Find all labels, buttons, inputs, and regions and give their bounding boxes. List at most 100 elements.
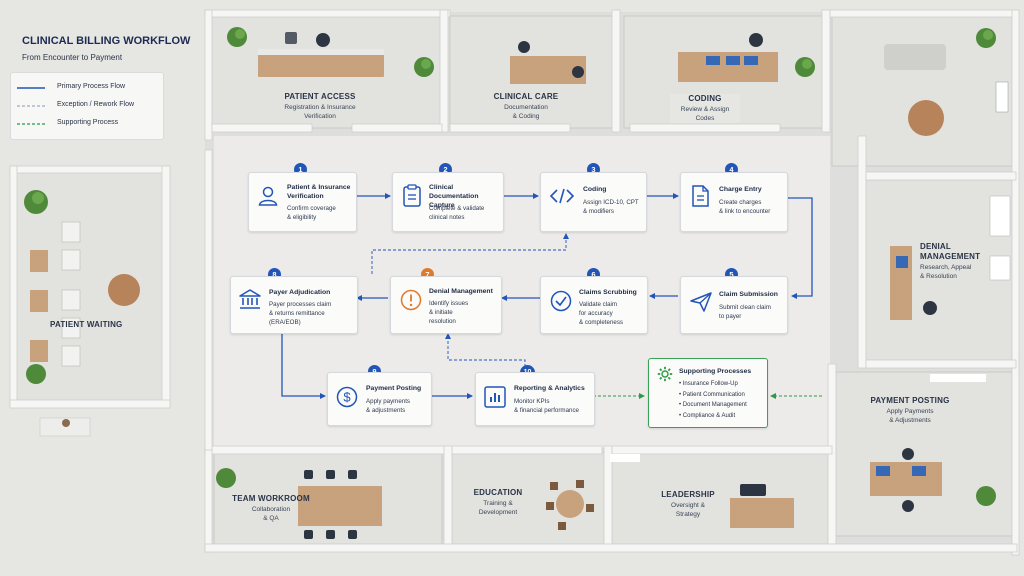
step-title-line: Coding xyxy=(583,186,607,193)
supporting-item: • Insurance Follow-Up xyxy=(679,381,738,387)
step-title: Patient & Insurance Verification xyxy=(287,183,350,201)
step-desc-line: Payer processes claim xyxy=(269,301,332,308)
room-title: TEAM WORKROOM xyxy=(232,494,310,503)
room-subtitle: Documentation xyxy=(504,104,548,111)
step-5-card[interactable]: Claim Submission Submit clean claim to p… xyxy=(680,276,788,334)
step-9-card[interactable]: $ Payment Posting Apply payments & adjus… xyxy=(327,372,432,426)
room-subtitle: Oversight & xyxy=(671,502,705,509)
step-8-card[interactable]: Payer Adjudication Payer processes claim… xyxy=(230,276,358,334)
step-desc-line: Complete & validate xyxy=(429,205,485,212)
step-title-line: Clinical Documentation xyxy=(429,184,479,200)
room-education: EDUCATION Training & Development xyxy=(466,488,530,517)
room-subtitle: Training & xyxy=(483,500,513,507)
room-subtitle: Strategy xyxy=(675,511,701,518)
step-title: Charge Entry xyxy=(719,185,762,194)
step-10-card[interactable]: Reporting & Analytics Monitor KPIs & fin… xyxy=(475,372,595,426)
step-description: Monitor KPIs & financial performance xyxy=(514,397,579,415)
step-6-card[interactable]: Claims Scrubbing Validate claim for accu… xyxy=(540,276,648,334)
room-subtitle: Verification xyxy=(304,113,336,120)
step-7-card[interactable]: Denial Management Identify issues & init… xyxy=(390,276,502,334)
room-subtitle: Development xyxy=(478,509,518,516)
legend-primary-label: Primary Process Flow xyxy=(57,83,126,90)
step-description: Apply payments & adjustments xyxy=(366,397,410,415)
step-desc-line: Monitor KPIs xyxy=(514,398,550,405)
step-description: Complete & validate clinical notes xyxy=(429,204,484,222)
step-description: Create charges & link to encounter xyxy=(719,198,770,216)
step-description: Validate claim for accuracy & completene… xyxy=(579,300,623,327)
supporting-item: • Document Management xyxy=(679,402,747,408)
room-title: PAYMENT POSTING xyxy=(870,396,950,405)
supporting-title: Supporting Processes xyxy=(679,368,752,375)
step-title: Coding xyxy=(583,185,606,194)
room-denial-management: DENIAL MANAGEMENT Research, Appeal & Res… xyxy=(920,242,982,281)
supporting-processes-card[interactable]: Supporting Processes • Insurance Follow-… xyxy=(648,358,768,428)
room-payment-posting: PAYMENT POSTING Apply Payments & Adjustm… xyxy=(866,396,954,425)
step-desc-line: Confirm coverage xyxy=(287,205,336,212)
step-desc-line: clinical notes xyxy=(429,214,465,221)
step-desc-line: Identify issues xyxy=(429,300,469,307)
room-title: CODING xyxy=(688,94,722,103)
room-subtitle: & Coding xyxy=(512,113,540,120)
room-title: CLINICAL CARE xyxy=(493,92,559,101)
gear-icon xyxy=(657,366,673,382)
svg-text:$: $ xyxy=(343,390,351,405)
step-3-card[interactable]: Coding Assign ICD-10, CPT & modifiers xyxy=(540,172,647,232)
page-title: CLINICAL BILLING WORKFLOW xyxy=(22,35,191,47)
room-subtitle: & Adjustments xyxy=(889,417,931,424)
paper-plane-icon xyxy=(690,292,712,312)
room-subtitle: Collaboration xyxy=(251,506,291,513)
step-title: Clinical Documentation Capture xyxy=(429,183,503,210)
step-title-line: Verification xyxy=(287,193,324,200)
bar-chart-icon xyxy=(484,386,506,408)
step-title: Payment Posting xyxy=(366,384,421,393)
step-desc-line: Apply payments xyxy=(366,398,411,405)
step-description: Payer processes claim & returns remittan… xyxy=(269,300,331,327)
room-subtitle: Registration & Insurance xyxy=(284,104,356,111)
room-title: PATIENT WAITING xyxy=(50,320,123,329)
step-desc-line: to payer xyxy=(719,313,742,320)
legend-support-label: Supporting Process xyxy=(57,119,119,126)
document-icon xyxy=(692,185,709,207)
alert-icon xyxy=(400,289,422,311)
step-description: Assign ICD-10, CPT & modifiers xyxy=(583,198,639,216)
step-desc-line: & modifiers xyxy=(583,208,614,215)
step-desc-line: & financial performance xyxy=(514,407,580,414)
room-subtitle: Research, Appeal xyxy=(920,264,972,271)
step-desc-line: & adjustments xyxy=(366,407,406,414)
legend-rework-swatch xyxy=(17,105,45,107)
step-1-card[interactable]: Patient & Insurance Verification Confirm… xyxy=(248,172,357,232)
step-2-card[interactable]: Clinical Documentation Capture Complete … xyxy=(392,172,504,232)
clipboard-icon xyxy=(403,184,421,207)
room-title: PATIENT ACCESS xyxy=(284,92,356,101)
room-subtitle: Apply Payments xyxy=(886,408,934,415)
step-title: Denial Management xyxy=(429,287,493,296)
legend-primary-swatch xyxy=(17,87,45,89)
step-4-card[interactable]: Charge Entry Create charges & link to en… xyxy=(680,172,788,232)
supporting-list: • Insurance Follow-Up • Patient Communic… xyxy=(679,379,747,421)
step-desc-line: resolution xyxy=(429,318,456,325)
room-subtitle: Review & Assign xyxy=(680,106,730,113)
step-desc-line: Assign ICD-10, CPT xyxy=(583,199,639,206)
step-desc-line: for accuracy xyxy=(579,310,613,317)
step-desc-line: & returns remittance xyxy=(269,310,325,317)
step-title-line: Payer Adjudication xyxy=(269,289,331,296)
step-description: Identify issues & initiate resolution xyxy=(429,299,468,326)
primary-flow-arrows xyxy=(281,193,813,399)
room-title: LEADERSHIP xyxy=(661,490,715,499)
step-title-line: Payment Posting xyxy=(366,385,422,392)
step-desc-line: & link to encounter xyxy=(719,208,771,215)
step-title: Claim Submission xyxy=(719,290,778,299)
check-circle-icon xyxy=(550,290,572,312)
step-desc-line: & completeness xyxy=(579,319,624,326)
room-team-workroom: TEAM WORKROOM Collaboration & QA xyxy=(226,494,316,523)
room-title: EDUCATION xyxy=(473,488,523,497)
room-subtitle: & QA xyxy=(263,515,279,522)
step-desc-line: & eligibility xyxy=(287,214,317,221)
step-title: Payer Adjudication xyxy=(269,288,330,297)
step-title-line: Denial Management xyxy=(429,288,493,295)
legend: Primary Process Flow Exception / Rework … xyxy=(10,72,164,140)
room-clinical-care: CLINICAL CARE Documentation & Coding xyxy=(488,92,564,121)
room-subtitle: Codes xyxy=(695,115,715,122)
supporting-item: • Patient Communication xyxy=(679,391,745,398)
